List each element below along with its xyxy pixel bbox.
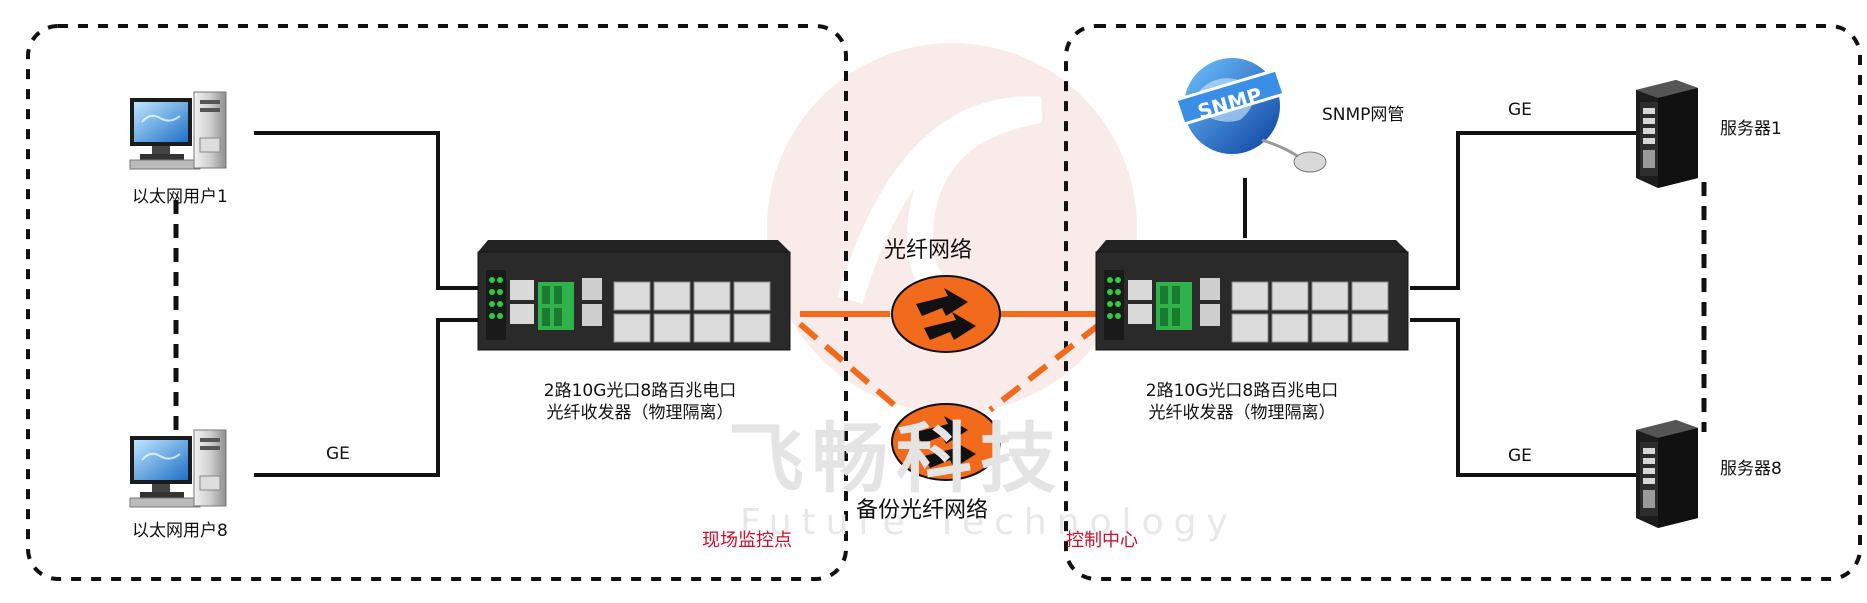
left-switch-icon [477, 239, 791, 351]
primary-fiber-network-icon [891, 275, 1001, 353]
right-device-line2: 光纤收发器（物理隔离） [1148, 403, 1336, 423]
user1-pc-icon [129, 91, 227, 170]
left-device-line1: 2路10G光口8路百兆电口 [543, 381, 737, 401]
left-device-line2: 光纤收发器（物理隔离） [546, 403, 734, 423]
left-zone-label: 现场监控点 [702, 530, 792, 551]
server8-label: 服务器8 [1720, 459, 1782, 479]
right-zone-border [1064, 24, 1862, 581]
left-zone-border [26, 24, 848, 581]
fiber-backup-right [988, 321, 1102, 413]
right-switch-icon [1095, 239, 1409, 351]
user8-pc-icon [129, 429, 227, 508]
ge-server8-label: GE [1508, 446, 1532, 466]
watermark-logo [767, 43, 1137, 413]
snmp-label: SNMP网管 [1322, 105, 1405, 125]
snmp-globe-icon: SNMP [1174, 58, 1327, 173]
cable-user1 [254, 131, 478, 290]
ge-user8-label: GE [326, 444, 350, 464]
cable-server1 [1410, 131, 1640, 290]
user8-label: 以太网用户8 [132, 521, 228, 541]
cable-user8 [254, 318, 478, 477]
fiber-backup-left [798, 321, 902, 413]
server8-icon [1636, 420, 1698, 528]
server1-label: 服务器1 [1720, 119, 1782, 139]
right-zone-label: 控制中心 [1066, 530, 1138, 551]
user1-label: 以太网用户1 [132, 187, 228, 207]
primary-network-label: 光纤网络 [884, 238, 973, 263]
cable-server8 [1410, 318, 1640, 477]
right-device-line1: 2路10G光口8路百兆电口 [1145, 381, 1339, 401]
watermark-tagline: Future Technology [740, 502, 1238, 543]
ge-server1-label: GE [1508, 100, 1532, 120]
backup-network-label: 备份光纤网络 [856, 498, 989, 523]
watermark-brand: 飞畅科技 [728, 414, 1064, 503]
server1-icon [1636, 80, 1698, 188]
